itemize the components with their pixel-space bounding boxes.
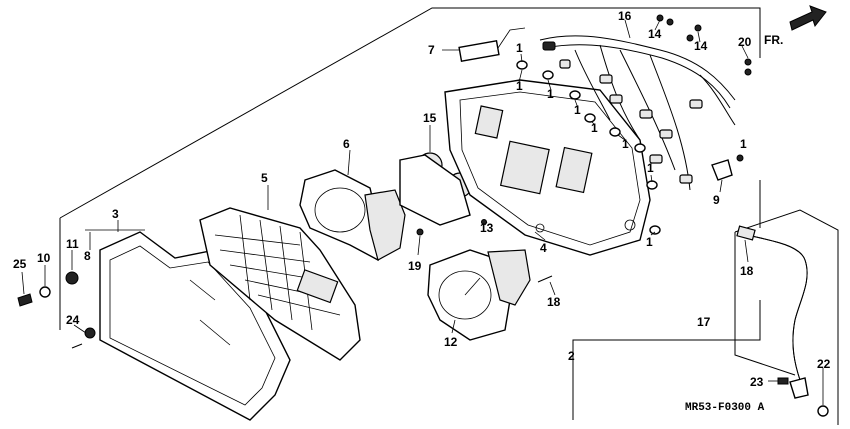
speedometer-cable bbox=[736, 225, 829, 417]
callout-7: 7 bbox=[428, 43, 435, 57]
callout-14b: 14 bbox=[694, 39, 708, 53]
callout-3: 3 bbox=[112, 207, 119, 221]
gauge-left bbox=[299, 169, 406, 262]
visor-hood bbox=[199, 207, 361, 361]
cable-frame bbox=[734, 209, 839, 425]
callout-2: 2 bbox=[568, 349, 575, 363]
callout-19: 18 bbox=[547, 295, 561, 309]
callout-14a: 14 bbox=[648, 27, 662, 41]
assembly-frame bbox=[59, 7, 761, 420]
callout-labels: 7 1 1 1 1 1 1 1 1 1 16 14 14 20 15 6 5 3… bbox=[13, 9, 831, 389]
direction-label: FR. bbox=[764, 33, 783, 47]
leader-lines bbox=[21, 19, 824, 405]
main-housing bbox=[444, 79, 651, 256]
drawing-code: MR53-F0300 A bbox=[685, 402, 765, 414]
callout-1f: 1 bbox=[622, 137, 629, 151]
callout-25: 25 bbox=[13, 257, 27, 271]
gauge-lower bbox=[427, 249, 531, 341]
callout-21: 20 bbox=[738, 35, 752, 49]
callout-1b: 1 bbox=[516, 79, 523, 93]
callout-23: 23 bbox=[750, 375, 764, 389]
callout-1d: 1 bbox=[574, 103, 581, 117]
callout-4: 4 bbox=[540, 241, 547, 255]
callout-15: 15 bbox=[423, 111, 437, 125]
small-screws bbox=[416, 14, 752, 283]
callout-1c: 1 bbox=[547, 87, 554, 101]
left-fasteners bbox=[17, 271, 96, 349]
callout-12: 12 bbox=[444, 335, 458, 349]
callout-17: 17 bbox=[697, 315, 711, 329]
callout-1g: 1 bbox=[647, 161, 654, 175]
callout-8: 8 bbox=[84, 249, 91, 263]
callout-1a: 1 bbox=[516, 41, 523, 55]
callout-11: 11 bbox=[66, 237, 79, 251]
callout-10: 10 bbox=[37, 251, 51, 265]
callout-1i: 1 bbox=[740, 137, 747, 151]
front-direction-arrow bbox=[789, 5, 827, 31]
wire-clamp bbox=[711, 154, 744, 181]
callout-18: 18 bbox=[740, 264, 754, 278]
lens-cover bbox=[99, 231, 291, 421]
callout-13: 13 bbox=[480, 221, 494, 235]
callout-1h: 1 bbox=[646, 235, 653, 249]
callout-20: 19 bbox=[408, 259, 422, 273]
callout-5: 5 bbox=[261, 171, 268, 185]
callout-9: 9 bbox=[713, 193, 720, 207]
meter-mechanism bbox=[399, 152, 473, 226]
callout-6: 6 bbox=[343, 137, 350, 151]
callout-22: 22 bbox=[817, 357, 831, 371]
callout-1e: 1 bbox=[591, 121, 598, 135]
callout-16: 16 bbox=[618, 9, 632, 23]
connector-block bbox=[458, 27, 526, 63]
callout-24: 24 bbox=[66, 313, 80, 327]
bulb-sockets bbox=[516, 41, 703, 235]
